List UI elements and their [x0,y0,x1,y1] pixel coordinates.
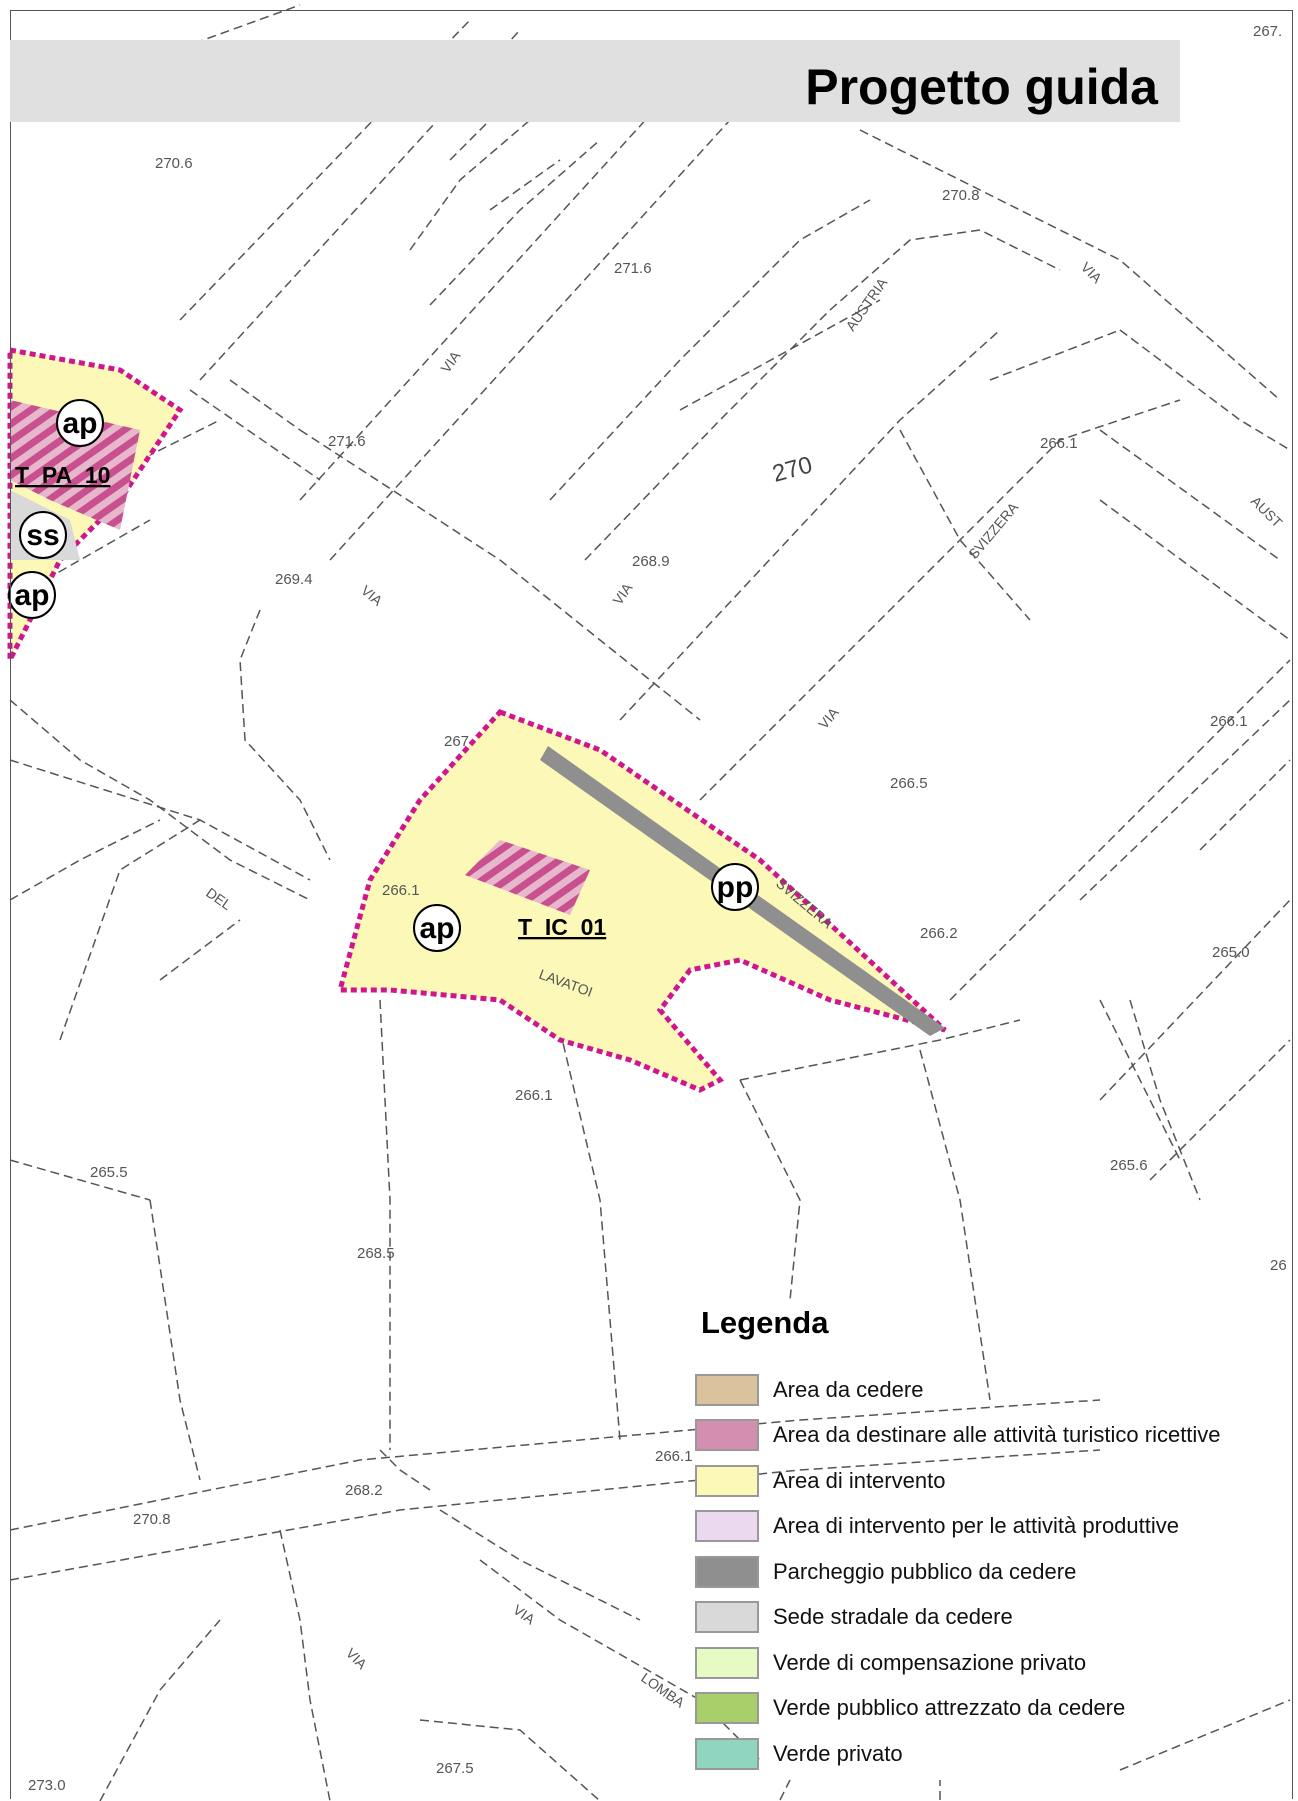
svg-text:271.6: 271.6 [328,433,366,450]
svg-text:ap: ap [62,407,97,440]
legend-item-sede-stradale: Sede stradale da cedere [695,1595,1295,1641]
legend-swatch [695,1464,759,1497]
svg-text:270.8: 270.8 [942,187,980,204]
svg-text:266.1: 266.1 [515,1087,553,1104]
legend-label: Parcheggio pubblico da cedere [773,1558,1077,1584]
marker-ap-3[interactable]: ap [413,904,461,952]
svg-text:266.1: 266.1 [1040,435,1078,452]
legend-item-area-produttive: Area di intervento per le attività produ… [695,1504,1295,1550]
legend-item-verde-pubblico: Verde pubblico attrezzato da cedere [695,1686,1295,1732]
svg-text:ap: ap [419,912,454,945]
svg-text:ap: ap [14,579,49,612]
legend-label: Area di intervento [773,1467,946,1493]
legend-label: Sede stradale da cedere [773,1604,1013,1630]
zone-label-t-pa-10: T_PA_10 [15,462,110,488]
legend-label: Area da destinare alle attività turistic… [773,1422,1221,1448]
title-band [10,40,1180,122]
legend-item-area-di-intervento: Area di intervento [695,1458,1295,1504]
svg-text:269.4: 269.4 [275,571,313,588]
legend-label: Verde di compensazione privato [773,1649,1087,1675]
legend-swatch [695,1737,759,1770]
svg-text:pp: pp [717,871,754,904]
svg-text:ss: ss [26,519,59,552]
svg-text:26: 26 [1270,1257,1287,1274]
legend-label: Area di intervento per le attività produ… [773,1513,1180,1539]
svg-text:271.6: 271.6 [614,260,652,277]
legend: Legenda Area da cedere Area da destinare… [695,1305,1295,1777]
svg-text:266.2: 266.2 [920,925,958,942]
map-frame [10,10,1293,1799]
marker-pp[interactable]: pp [711,863,759,911]
legend-item-verde-privato: Verde privato [695,1731,1295,1777]
svg-text:267.5: 267.5 [436,1760,474,1777]
svg-text:266.1: 266.1 [1210,713,1248,730]
svg-text:267: 267 [444,733,469,750]
svg-text:270.8: 270.8 [133,1511,171,1528]
svg-text:265.0: 265.0 [1212,944,1250,961]
spot-heights: 270.6 270.8 271.6 271.6 266.1 268.9 269.… [28,23,1287,1794]
legend-swatch [695,1646,759,1679]
legend-item-parcheggio: Parcheggio pubblico da cedere [695,1549,1295,1595]
marker-ap-2[interactable]: ap [8,571,56,619]
svg-text:273.0: 273.0 [28,1777,66,1794]
legend-item-area-turistico-ricettive: Area da destinare alle attività turistic… [695,1413,1295,1459]
legend-swatch [695,1510,759,1543]
legend-item-verde-compensazione: Verde di compensazione privato [695,1640,1295,1686]
page-title: Progetto guida [805,59,1158,115]
svg-text:266.5: 266.5 [890,775,928,792]
legend-label: Verde privato [773,1740,903,1766]
zone-label-t-ic-01: T_IC_01 [518,914,606,940]
legend-swatch [695,1419,759,1452]
legend-label: Area da cedere [773,1376,924,1402]
svg-text:268.5: 268.5 [357,1245,395,1262]
legend-label: Verde pubblico attrezzato da cedere [773,1695,1126,1721]
svg-text:266.1: 266.1 [655,1448,693,1465]
svg-text:267.: 267. [1253,23,1282,40]
svg-text:268.2: 268.2 [345,1482,383,1499]
legend-swatch [695,1555,759,1588]
svg-text:265.6: 265.6 [1110,1157,1148,1174]
legend-swatch [695,1601,759,1634]
legend-title: Legenda [701,1305,829,1340]
marker-ap-1[interactable]: ap [56,399,104,447]
tourism-area [465,840,590,915]
svg-text:265.5: 265.5 [90,1164,128,1181]
legend-item-area-da-cedere: Area da cedere [695,1367,1295,1413]
svg-text:270.6: 270.6 [155,155,193,172]
legend-swatch [695,1373,759,1406]
marker-ss[interactable]: ss [19,511,67,559]
svg-text:266.1: 266.1 [382,882,420,899]
svg-text:268.9: 268.9 [632,553,670,570]
legend-swatch [695,1692,759,1725]
